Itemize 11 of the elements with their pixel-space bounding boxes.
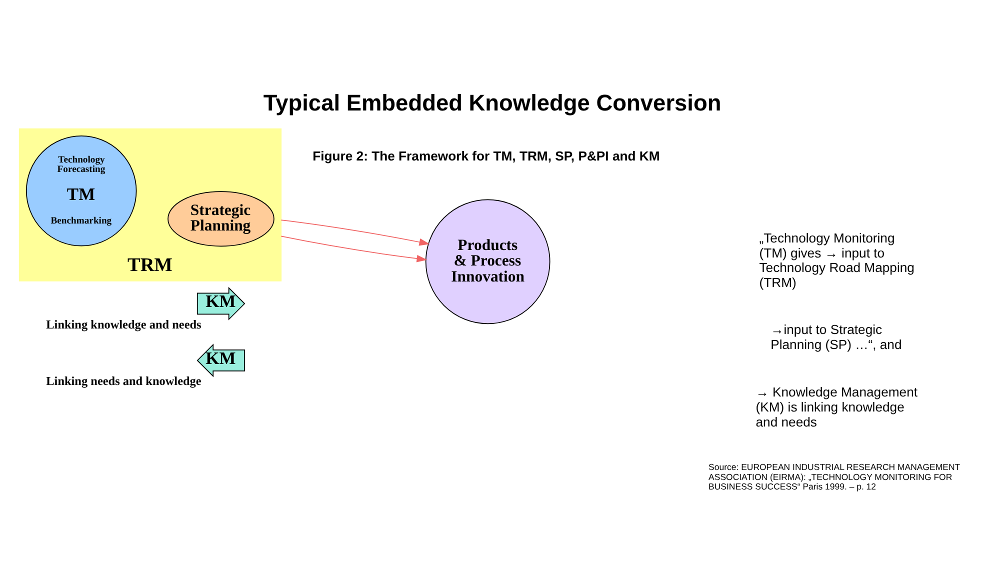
node-circle: Technology Forecasting TM Benchmarking: [26, 136, 137, 246]
arrow: [280, 220, 430, 246]
node-ellipse: Strategic Planning: [168, 191, 274, 247]
caption: Figure 2: The Framework for TM, TRM, SP, P&PI and KM: [312, 148, 660, 164]
label: Source: EUROPEAN INDUSTRIAL RESEARCH MANAGEMENT ASSOCIATION (EIRMA): „TECHNOLOGY MONITORING FOR BUSINESS SUCCESS“ Paris 1999. – p. 12: [708, 462, 960, 492]
label: → Knowledge Management (KM) is linking knowledge and needs: [756, 384, 918, 430]
label: →input to Strategic Planning (SP) …“, and: [770, 322, 902, 352]
node-circle: Products & Process Innovation: [425, 199, 550, 324]
label: „Technology Monitoring (TM) gives → input to Technology Road Mapping (TRM): [759, 230, 914, 290]
arrow: [280, 236, 428, 262]
diagram-title: Typical Embedded Knowledge Conversion: [263, 89, 722, 116]
